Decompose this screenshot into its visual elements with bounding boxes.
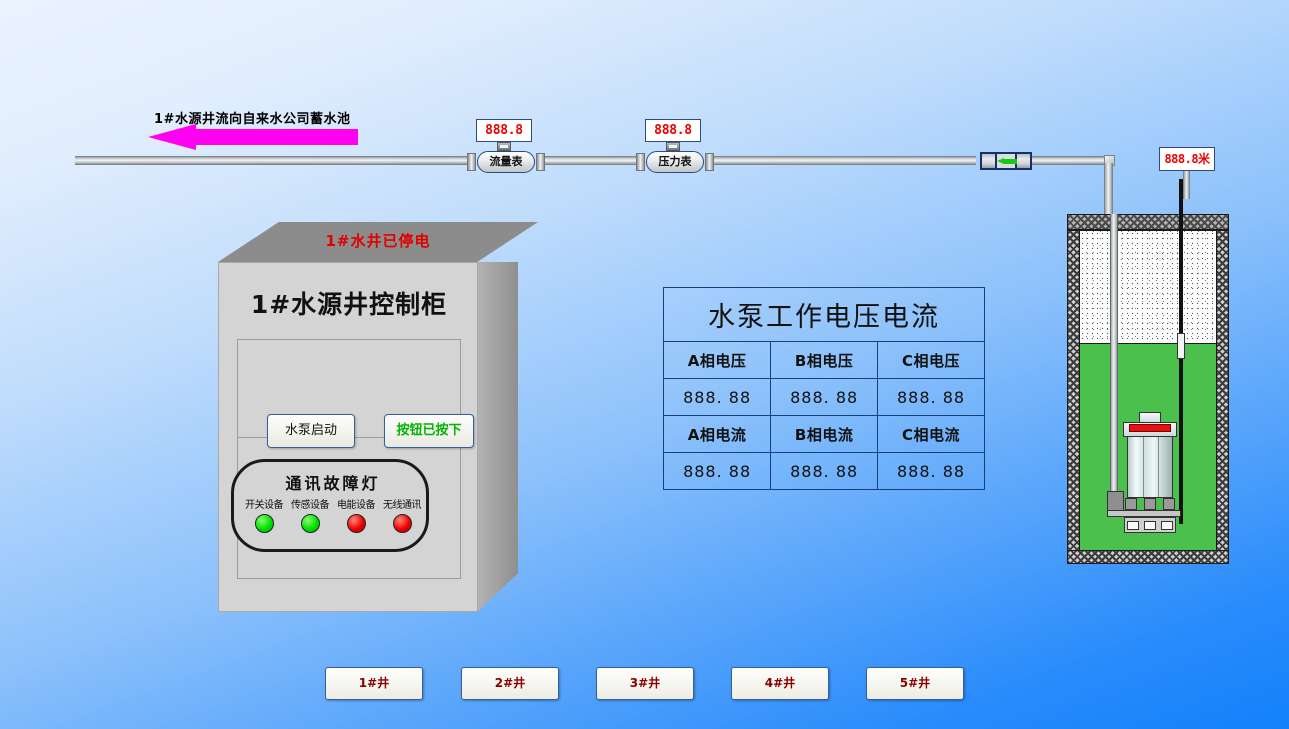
flow-meter-value: 888.8 [476,119,532,142]
flange-icon [705,153,714,171]
cabinet-side-bevel [477,262,518,612]
value-voltage-c: 888. 88 [877,378,985,416]
value-current-a: 888. 88 [662,452,772,490]
pump-side-foot [1107,491,1124,511]
well-cap [1067,214,1229,230]
flow-meter-label: 流量表 [477,151,535,173]
nav-button-well-4[interactable]: 4#井 [731,667,829,700]
pipe-segment-to-riser [1030,156,1113,165]
pump-status-band [1129,424,1171,432]
well-air-gap [1080,231,1216,343]
lamp-label: 无线通讯 [383,500,422,511]
level-sensor-post [1183,171,1190,199]
riser-pipe [1110,214,1118,514]
status-lamp-icon [392,514,412,533]
pump-electrical-table: 水泵工作电压电流 A相电压 B相电压 C相电压 888. 88 888. 88 … [662,287,985,490]
control-cabinet: 1#水井已停电 1#水源井控制柜 水泵启动 按钮已按下 通讯故障灯 开关设备 传… [218,222,538,614]
header-current-b: B相电流 [770,415,879,453]
table-row: 水泵工作电压电流 [663,287,985,342]
header-voltage-a: A相电压 [662,341,772,379]
pipe-segment-right [706,156,976,165]
flow-direction-arrow [148,124,358,150]
flange-icon [636,153,645,171]
header-current-c: C相电流 [877,415,985,453]
pump-start-button[interactable]: 水泵启动 [267,414,355,448]
cabinet-face: 1#水源井控制柜 水泵启动 按钮已按下 通讯故障灯 开关设备 传感设备 [218,262,478,612]
table-row: A相电流 B相电流 C相电流 [662,415,985,453]
flange-icon [467,153,476,171]
flange-icon [536,153,545,171]
lamp-item-power-meter[interactable]: 电能设备 [333,496,379,533]
well-nav-bar: 1#井 2#井 3#井 4#井 5#井 [325,667,985,700]
lamp-item-switchgear[interactable]: 开关设备 [241,496,287,533]
submersible-pump-icon [1127,436,1173,498]
arrow-shaft [192,129,358,145]
value-current-b: 888. 88 [770,452,879,490]
status-lamp-icon [346,514,366,533]
cabinet-top-bevel [218,222,538,262]
well-wall-right [1216,230,1229,557]
lamp-label: 传感设备 [291,500,330,511]
level-sensor-probe-icon [1177,333,1185,359]
flow-direction-label: 1#水源井流向自来水公司蓄水池 [154,112,351,127]
status-lamp-icon [254,514,274,533]
pipe-segment-left [75,156,473,165]
pipe-downcomer [1104,163,1113,218]
comm-fault-panel: 通讯故障灯 开关设备 传感设备 电能设备 无线通讯 [231,459,429,552]
valve-icon[interactable] [980,152,1032,170]
lamp-item-sensor[interactable]: 传感设备 [287,496,333,533]
valve-flow-bar [1003,159,1017,164]
value-voltage-b: 888. 88 [770,378,879,416]
pipe-segment-mid [537,156,642,165]
pump-legs [1125,498,1175,510]
pressure-meter-label: 压力表 [646,151,704,173]
lamp-label: 开关设备 [245,500,284,511]
table-row: 888. 88 888. 88 888. 88 [662,452,985,490]
value-current-c: 888. 88 [877,452,985,490]
pump-intake-grid-icon [1124,517,1176,533]
table-row: A相电压 B相电压 C相电压 [662,341,985,379]
nav-button-well-2[interactable]: 2#井 [461,667,559,700]
table-row: 888. 88 888. 88 888. 88 [662,378,985,416]
nav-button-well-3[interactable]: 3#井 [596,667,694,700]
button-pressed-indicator[interactable]: 按钮已按下 [384,414,474,448]
header-voltage-c: C相电压 [877,341,985,379]
status-lamp-icon [300,514,320,533]
comm-fault-lamp-group: 开关设备 传感设备 电能设备 无线通讯 [241,496,425,533]
nav-button-well-5[interactable]: 5#井 [866,667,964,700]
comm-fault-title: 通讯故障灯 [285,474,381,493]
well-cross-section [1067,179,1229,564]
valve-flow-arrow-icon [997,158,1004,164]
pump-base-plate [1107,510,1181,517]
flow-meter-stem [497,142,511,151]
table-title: 水泵工作电压电流 [663,287,985,342]
arrow-head-icon [148,124,196,150]
header-voltage-b: B相电压 [770,341,879,379]
well-floor [1067,550,1229,564]
pressure-meter-stem [666,142,680,151]
pressure-meter-value: 888.8 [645,119,701,142]
lamp-item-wireless[interactable]: 无线通讯 [379,496,425,533]
value-voltage-a: 888. 88 [662,378,772,416]
cabinet-title: 1#水源井控制柜 [250,290,448,319]
power-status-alarm: 1#水井已停电 [325,232,431,250]
water-level-display: 888.8米 [1159,147,1215,171]
nav-button-well-1[interactable]: 1#井 [325,667,423,700]
lamp-label: 电能设备 [337,500,376,511]
header-current-a: A相电流 [662,415,772,453]
